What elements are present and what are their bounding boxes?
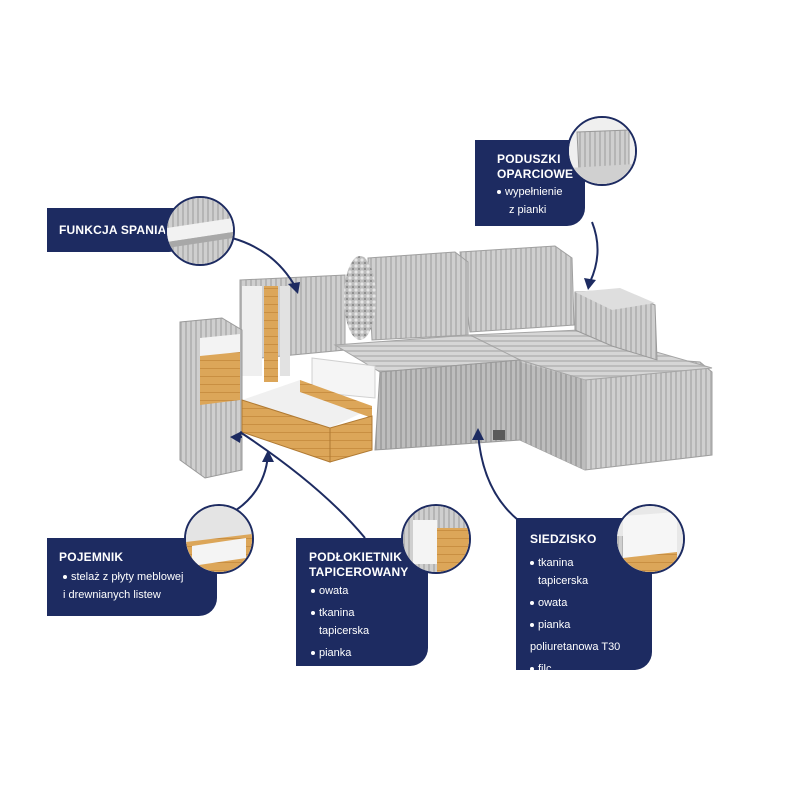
feature-line: i drewnianych listew <box>63 589 161 601</box>
back-cushion-boucle <box>344 256 376 340</box>
feature-item: wypełnienie z pianki <box>497 183 562 219</box>
sofa-leg <box>493 430 505 440</box>
callout-title: FUNKCJA SPANIA <box>59 223 167 237</box>
callout-funkcja-spania: FUNKCJA SPANIA <box>47 208 187 252</box>
feature-item: tkanina tapicerska <box>311 604 369 640</box>
storage-side <box>329 415 373 463</box>
back-cushion-right <box>459 245 575 333</box>
feature-line: tapicerska <box>319 625 370 637</box>
callout-title: SIEDZISKO <box>530 532 597 546</box>
detail-circle-poduszki <box>567 116 637 186</box>
back-foam-2 <box>280 286 290 376</box>
feature-item: pianka <box>311 644 369 662</box>
chaise-seat-front <box>520 362 585 470</box>
callout-poduszki-oparciowe: PODUSZKI OPARCIOWE wypełnienie z pianki <box>475 140 585 226</box>
detail-circle-pojemnik <box>184 504 254 574</box>
callout-title: PODŁOKIETNIK TAPICEROWANY <box>309 550 409 580</box>
title-line-2: TAPICEROWANY <box>309 565 409 579</box>
feature-list: wypełnienie z pianki <box>497 183 562 219</box>
right-armrest-top <box>575 288 655 310</box>
feature-item: filc <box>530 660 620 678</box>
back-frame-wood <box>264 286 278 382</box>
feature-item: tkanina tapicerska <box>530 554 620 590</box>
detail-circle-siedzisko <box>615 504 685 574</box>
storage-box-floor <box>242 380 372 428</box>
seat-foam-cut <box>311 357 376 399</box>
feature-line: pianka <box>538 619 571 631</box>
arrowhead-funkcja <box>288 282 300 294</box>
detail-circle-podlokietnik <box>401 504 471 574</box>
arrowhead-siedzisko <box>472 428 484 440</box>
callout-podlokietnik-tapicerowany: PODŁOKIETNIK TAPICEROWANY owata tkanina … <box>296 538 428 666</box>
back-foam <box>242 286 262 376</box>
feature-line: wypełnienie <box>505 186 563 198</box>
feature-item: owata <box>530 594 620 612</box>
left-armrest-cut <box>200 340 240 405</box>
feature-item: pianka poliuretanowa T30 <box>530 616 620 656</box>
feature-line: filc <box>538 663 552 675</box>
storage-rail-1 <box>300 380 372 418</box>
arrowhead-poduszki <box>584 278 596 290</box>
title-line-1: PODUSZKI <box>497 152 561 166</box>
title-line-2: OPARCIOWE <box>497 167 574 181</box>
feature-line: z pianki <box>509 204 547 216</box>
feature-line: owata <box>538 597 568 609</box>
arrow-siedzisko <box>477 431 519 521</box>
feature-list: tkanina tapicerska owata pianka poliuret… <box>530 554 620 678</box>
arrowhead-pojemnik <box>262 450 274 462</box>
arrowhead-podlokietnik <box>230 431 242 443</box>
feature-line: tapicerska <box>538 575 589 587</box>
feature-line: poliuretanowa T30 <box>530 641 621 653</box>
callout-title: PODUSZKI OPARCIOWE <box>497 152 573 182</box>
feature-line: pianka <box>319 647 352 659</box>
feature-item: stelaż z płyty meblowej i drewnianych li… <box>63 568 184 604</box>
back-cushion-center <box>367 251 469 341</box>
left-armrest-foam <box>200 334 240 356</box>
feature-list: owata tkanina tapicerska pianka <box>311 582 369 662</box>
feature-line: tkanina <box>538 557 574 569</box>
title-line-1: PODŁOKIETNIK <box>309 550 403 564</box>
feature-line: tkanina <box>319 607 355 619</box>
arrow-podlokietnik <box>239 431 366 539</box>
feature-item: owata <box>311 582 369 600</box>
main-seat-front <box>374 359 521 451</box>
callout-title: POJEMNIK <box>59 550 124 564</box>
feature-line: owata <box>319 585 349 597</box>
feature-line: stelaż z płyty meblowej <box>71 571 184 583</box>
detail-circle-funkcja <box>165 196 235 266</box>
arrow-poduszki <box>589 221 599 283</box>
arrow-funkcja <box>231 237 297 289</box>
feature-list: stelaż z płyty meblowej i drewnianych li… <box>63 568 184 604</box>
